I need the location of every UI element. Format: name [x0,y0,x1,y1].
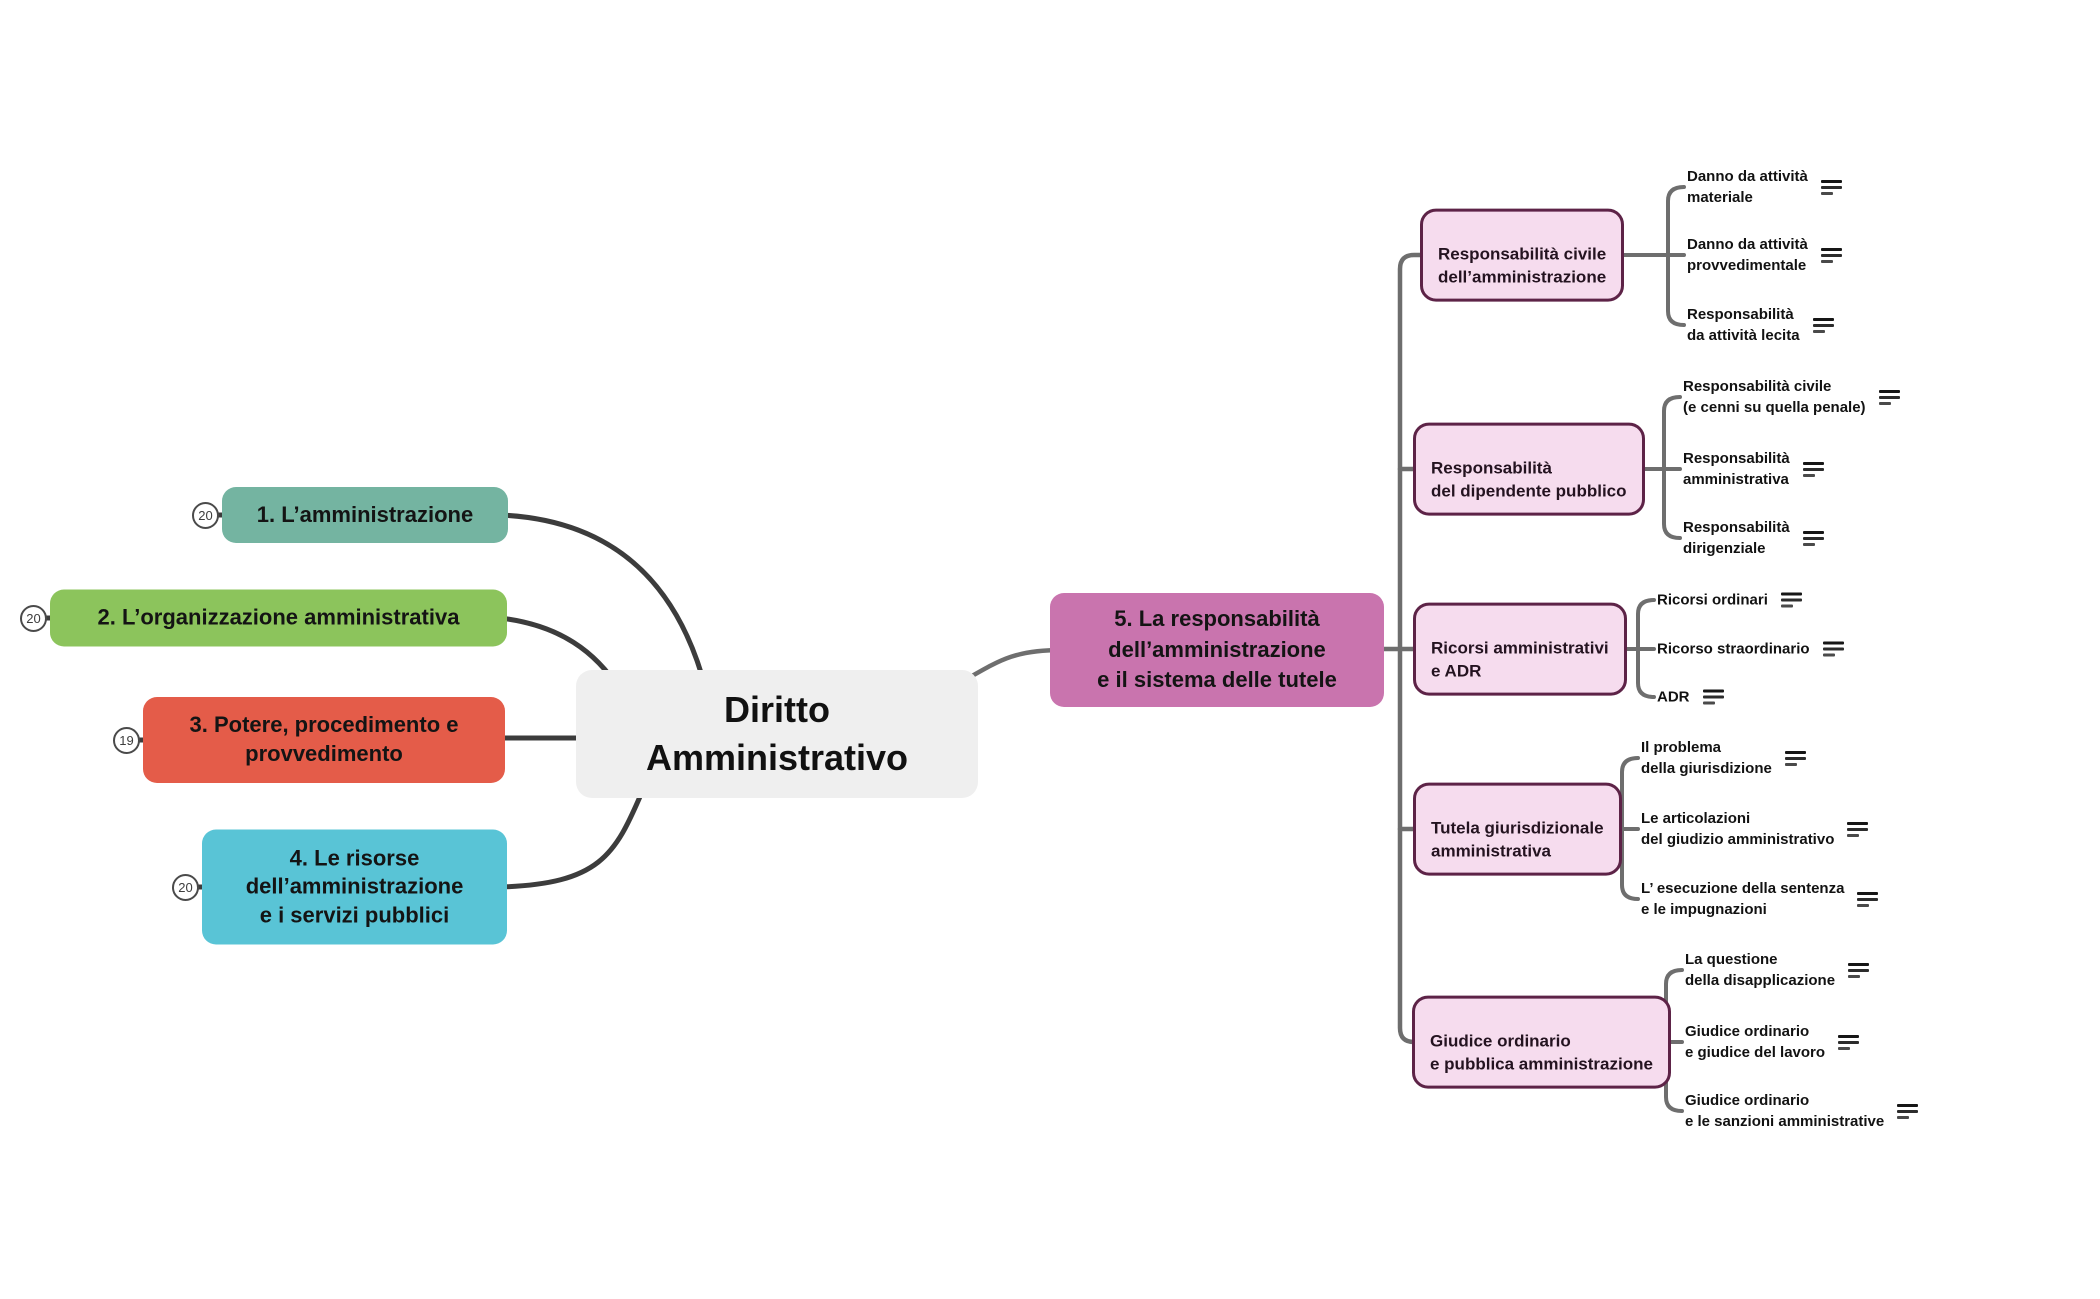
chapter-node-4[interactable]: 4. Le risorse dell’amministrazione e i s… [202,829,507,945]
note-icon[interactable] [1820,179,1842,195]
badge-chapter-4[interactable]: 20 [172,874,199,901]
child-topic-label: Giudice ordinario e giudice del lavoro [1685,1023,1826,1061]
chapter-node-3-label: 3. Potere, procedimento e provvedimento [189,712,459,766]
child-topic[interactable]: Responsabilità civile (e cenni su quella… [1680,376,1900,418]
connector-chapter-5 [962,647,1065,683]
note-icon[interactable] [1897,1103,1919,1119]
badge-chapter-2[interactable]: 20 [20,605,47,632]
chapter-node-2[interactable]: 2. L’organizzazione amministrativa [50,589,507,647]
root-node-label: Diritto Amministrativo [645,689,909,778]
note-icon[interactable] [1784,750,1806,766]
badge-chapter-1[interactable]: 20 [192,502,219,529]
child-topic-label: Danno da attività provvedimentale [1687,236,1808,274]
child-topic-label: La questione della disapplicazione [1685,951,1836,989]
note-icon[interactable] [1857,891,1879,907]
child-topic-label: Ricorso straordinario [1657,640,1810,658]
subtopic-label: Responsabilità del dipendente pubblico [1431,458,1627,501]
root-node[interactable]: Diritto Amministrativo [576,670,978,798]
child-topic[interactable]: La questione della disapplicazione [1682,949,1870,991]
subtopic-label: Ricorsi amministrativi e ADR [1431,638,1609,681]
child-topic[interactable]: Responsabilità dirigenziale [1680,517,1824,559]
child-topic[interactable]: Ricorso straordinario [1654,639,1844,660]
child-topic[interactable]: Il problema della giurisdizione [1638,737,1806,779]
note-icon[interactable] [1820,247,1842,263]
child-topic-label: ADR [1657,688,1690,706]
child-topic[interactable]: Giudice ordinario e giudice del lavoro [1682,1021,1860,1063]
child-topic-label: Responsabilità da attività lecita [1687,306,1800,344]
child-topic-label: L’ esecuzione della sentenza e le impugn… [1641,880,1845,918]
subtopic-responsabilita-dipendente[interactable]: Responsabilità del dipendente pubblico [1413,422,1645,516]
child-topic-label: Le articolazioni del giudizio amministra… [1641,810,1835,848]
subtopic-label: Tutela giurisdizionale amministrativa [1431,818,1604,861]
chapter-node-4-label: 4. Le risorse dell’amministrazione e i s… [245,845,464,928]
note-icon[interactable] [1802,461,1824,477]
note-icon[interactable] [1878,389,1900,405]
child-topic[interactable]: ADR [1654,687,1724,708]
child-topic-label: Responsabilità amministrativa [1683,450,1790,488]
child-topic-label: Responsabilità dirigenziale [1683,519,1790,557]
child-topic[interactable]: Responsabilità amministrativa [1680,448,1824,490]
connector-chapter-1 [497,512,709,693]
child-topic-label: Il problema della giurisdizione [1641,739,1772,777]
badge-chapter-3[interactable]: 19 [113,727,140,754]
subtopic-giudice-ordinario[interactable]: Giudice ordinario e pubblica amministraz… [1412,995,1671,1089]
note-icon[interactable] [1802,530,1824,546]
child-topic-label: Giudice ordinario e le sanzioni amminist… [1685,1092,1885,1130]
chapter-node-3[interactable]: 3. Potere, procedimento e provvedimento [143,697,505,783]
child-topic[interactable]: Danno da attività materiale [1684,166,1842,208]
note-icon[interactable] [1822,641,1844,657]
chapter-node-2-label: 2. L’organizzazione amministrativa [97,604,460,630]
child-topic-label: Responsabilità civile (e cenni su quella… [1683,378,1866,416]
subtopic-label: Responsabilità civile dell’amministrazio… [1438,244,1607,287]
child-topic[interactable]: Ricorsi ordinari [1654,590,1802,611]
subtopic-ricorsi-amministrativi[interactable]: Ricorsi amministrativi e ADR [1413,602,1627,696]
subtopic-tutela-giurisdizionale[interactable]: Tutela giurisdizionale amministrativa [1413,782,1622,876]
note-icon[interactable] [1702,689,1724,705]
child-topic-label: Danno da attività materiale [1687,168,1808,206]
note-icon[interactable] [1812,317,1834,333]
note-icon[interactable] [1780,592,1802,608]
chapter-node-5-label: 5. La responsabilità dell’amministrazion… [1097,606,1337,693]
note-icon[interactable] [1847,821,1869,837]
child-topic[interactable]: L’ esecuzione della sentenza e le impugn… [1638,878,1879,920]
connector-chapter-4 [497,789,645,890]
note-icon[interactable] [1848,962,1870,978]
chapter-node-5[interactable]: 5. La responsabilità dell’amministrazion… [1050,593,1384,707]
note-icon[interactable] [1838,1034,1860,1050]
child-topic-label: Ricorsi ordinari [1657,591,1768,609]
subtopic-label: Giudice ordinario e pubblica amministraz… [1430,1031,1653,1074]
branch5-trunk [1397,252,1451,1045]
subtopic-responsabilita-civile[interactable]: Responsabilità civile dell’amministrazio… [1420,208,1625,302]
chapter-node-1-label: 1. L’amministrazione [256,501,474,527]
child-topic[interactable]: Giudice ordinario e le sanzioni amminist… [1682,1090,1919,1132]
child-topic[interactable]: Danno da attività provvedimentale [1684,234,1842,276]
child-topic[interactable]: Le articolazioni del giudizio amministra… [1638,808,1869,850]
chapter-node-1[interactable]: 1. L’amministrazione [222,487,508,543]
child-topic[interactable]: Responsabilità da attività lecita [1684,304,1834,346]
